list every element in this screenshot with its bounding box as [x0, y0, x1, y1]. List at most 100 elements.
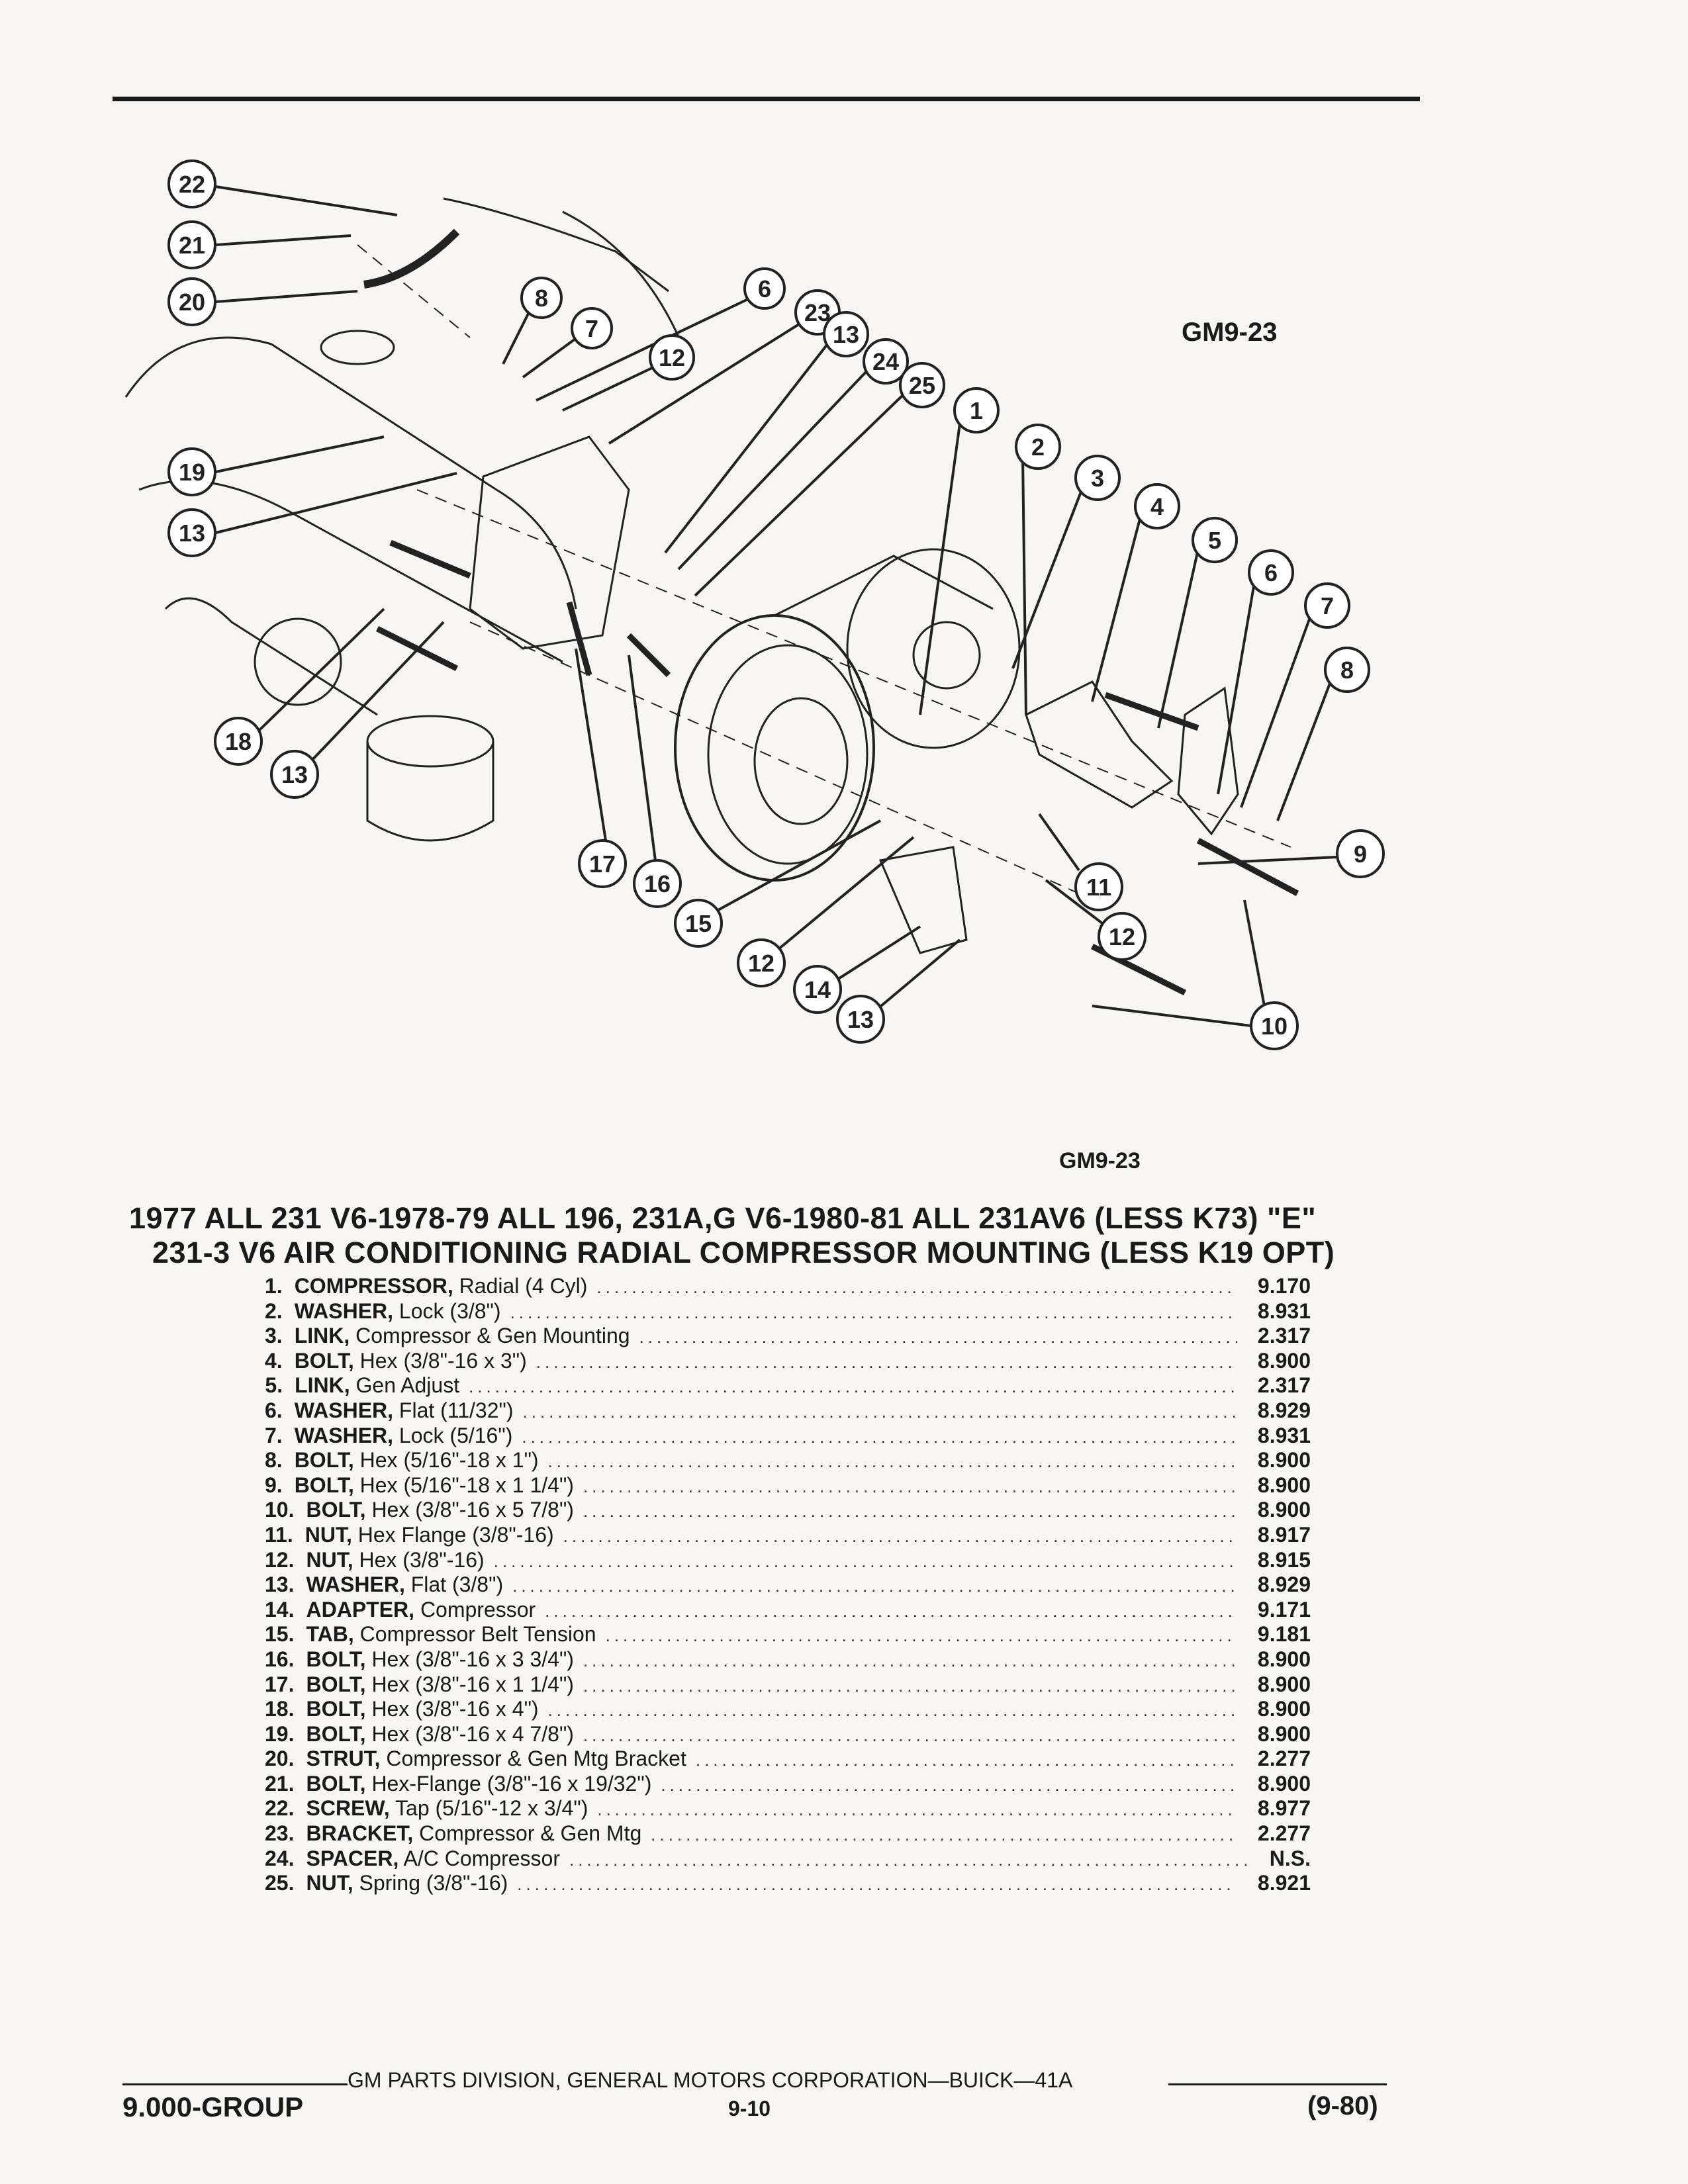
- svg-text:14: 14: [804, 976, 831, 1003]
- callout-8b: 8: [1276, 647, 1370, 821]
- part-number: 22.: [265, 1796, 295, 1821]
- svg-text:3: 3: [1091, 465, 1104, 492]
- part-description: SCREW, Tap (5/16"-12 x 3/4"): [306, 1796, 588, 1821]
- leader-dots: [548, 1451, 1236, 1472]
- group-number: 8.900: [1257, 1697, 1311, 1721]
- part-description: TAB, Compressor Belt Tension: [306, 1622, 596, 1647]
- part-spec: Hex (3/8"-16 x 3 3/4"): [371, 1647, 574, 1671]
- part-spec: Hex (3/8"-16): [359, 1547, 485, 1572]
- centerline-3: [357, 244, 471, 338]
- leader-dots: [569, 1850, 1248, 1870]
- part-spec: Compressor & Gen Mtg: [419, 1821, 642, 1846]
- part-name: NUT,: [306, 1871, 353, 1895]
- strut-20: [363, 228, 460, 289]
- part-description: BOLT, Hex (3/8"-16 x 4 7/8"): [306, 1722, 573, 1747]
- callout-17: 17: [575, 648, 627, 888]
- callout-7b: 7: [1240, 582, 1350, 808]
- intake-outline: [443, 197, 669, 293]
- part-row: 7.WASHER, Lock (5/16")8.931: [265, 1424, 1311, 1449]
- svg-text:25: 25: [909, 372, 935, 399]
- part-number: 2.: [265, 1298, 283, 1323]
- group-number: 9.181: [1257, 1622, 1311, 1647]
- part-row: 10.BOLT, Hex (3/8"-16 x 5 7/8")8.900: [265, 1498, 1311, 1523]
- compressor-clutch: [753, 697, 849, 825]
- oil-filter-body: [366, 741, 494, 842]
- svg-text:4: 4: [1150, 493, 1164, 520]
- group-number: 8.917: [1257, 1522, 1311, 1547]
- callout-6a: 6: [536, 267, 786, 402]
- link-3: [1025, 680, 1174, 809]
- svg-text:8: 8: [1340, 657, 1354, 684]
- svg-text:10: 10: [1261, 1013, 1288, 1040]
- part-number: 19.: [265, 1721, 295, 1746]
- part-description: BOLT, Hex (3/8"-16 x 1 1/4"): [306, 1672, 573, 1697]
- part-number: 16.: [265, 1647, 295, 1671]
- callout-18: 18: [214, 608, 385, 766]
- group-number: 8.929: [1257, 1572, 1311, 1597]
- engine-outline-2: [138, 480, 563, 663]
- part-spec: Lock (5/16"): [399, 1423, 513, 1447]
- part-description: COMPRESSOR, Radial (4 Cyl): [295, 1274, 588, 1298]
- part-name: BOLT,: [294, 1473, 354, 1497]
- part-spec: Hex-Flange (3/8"-16 x 19/32"): [371, 1771, 652, 1796]
- footer-page-number: 9-10: [728, 2097, 771, 2120]
- part-row: 14.ADAPTER, Compressor9.171: [265, 1598, 1311, 1623]
- part-number: 5.: [265, 1373, 283, 1398]
- part-spec: Hex (5/16"-18 x 1"): [359, 1448, 539, 1473]
- part-row: 21.BOLT, Hex-Flange (3/8"-16 x 19/32")8.…: [265, 1772, 1311, 1797]
- svg-text:9: 9: [1354, 841, 1367, 868]
- callout-25: 25: [694, 362, 945, 597]
- leader-dots: [494, 1551, 1235, 1572]
- callout-24: 24: [677, 338, 909, 570]
- part-description: BRACKET, Compressor & Gen Mtg: [306, 1821, 641, 1846]
- svg-text:19: 19: [179, 459, 205, 486]
- part-row: 8.BOLT, Hex (5/16"-18 x 1")8.900: [265, 1448, 1311, 1473]
- part-spec: Hex Flange (3/8"-16): [357, 1522, 554, 1547]
- callout-20: 20: [167, 277, 358, 326]
- callout-12c: 12: [1045, 879, 1147, 961]
- part-name: WASHER,: [294, 1298, 394, 1323]
- part-number: 20.: [265, 1747, 295, 1771]
- part-number: 13.: [265, 1572, 295, 1597]
- part-description: NUT, Hex (3/8"-16): [306, 1548, 484, 1572]
- part-description: WASHER, Lock (3/8"): [295, 1299, 501, 1324]
- callout-16: 16: [628, 655, 682, 908]
- part-name: BOLT,: [294, 1348, 354, 1373]
- engine-outline: [124, 336, 577, 610]
- part-spec: Hex (3/8"-16 x 1 1/4"): [371, 1672, 574, 1696]
- part-number: 15.: [265, 1622, 295, 1647]
- svg-text:15: 15: [685, 910, 712, 937]
- callout-6b: 6: [1217, 549, 1294, 795]
- part-row: 15. TAB, Compressor Belt Tension 9.181: [265, 1622, 1311, 1647]
- group-number: 8.900: [1257, 1647, 1311, 1671]
- part-name: BOLT,: [306, 1771, 366, 1796]
- svg-text:20: 20: [179, 289, 205, 316]
- part-number: 1.: [265, 1274, 283, 1298]
- part-spec: Lock (3/8"): [399, 1298, 501, 1323]
- callout-22: 22: [167, 159, 398, 216]
- pulley: [254, 617, 342, 706]
- oil-filter-top: [366, 715, 494, 768]
- callout-13b: 13: [167, 472, 457, 557]
- part-spec: Radial (4 Cyl): [459, 1274, 588, 1298]
- group-number: 2.317: [1257, 1373, 1311, 1398]
- centerline-2: [469, 621, 1080, 894]
- group-number: 9.171: [1257, 1597, 1311, 1621]
- leader-dots: [536, 1352, 1235, 1373]
- leader-dots: [583, 1676, 1237, 1696]
- callout-5: 5: [1157, 517, 1238, 729]
- part-row: 13.WASHER, Flat (3/8")8.929: [265, 1572, 1311, 1598]
- part-row: 22.SCREW, Tap (5/16"-12 x 3/4")8.977: [265, 1796, 1311, 1821]
- callout-3: 3: [1011, 455, 1121, 669]
- part-number: 4.: [265, 1348, 283, 1373]
- leader-dots: [510, 1302, 1235, 1323]
- bolt-10-upper: [1196, 838, 1299, 896]
- part-description: SPACER, A/C Compressor: [306, 1846, 560, 1871]
- part-row: 17.BOLT, Hex (3/8"-16 x 1 1/4")8.900: [265, 1672, 1311, 1698]
- footer-group: 9.000-GROUP: [122, 2091, 304, 2122]
- part-row: 1.COMPRESSOR, Radial (4 Cyl)9.170: [265, 1274, 1311, 1299]
- part-name: BOLT,: [306, 1721, 366, 1746]
- generator-pulley: [912, 621, 981, 690]
- group-number: 8.915: [1257, 1547, 1311, 1572]
- leader-dots: [651, 1825, 1237, 1845]
